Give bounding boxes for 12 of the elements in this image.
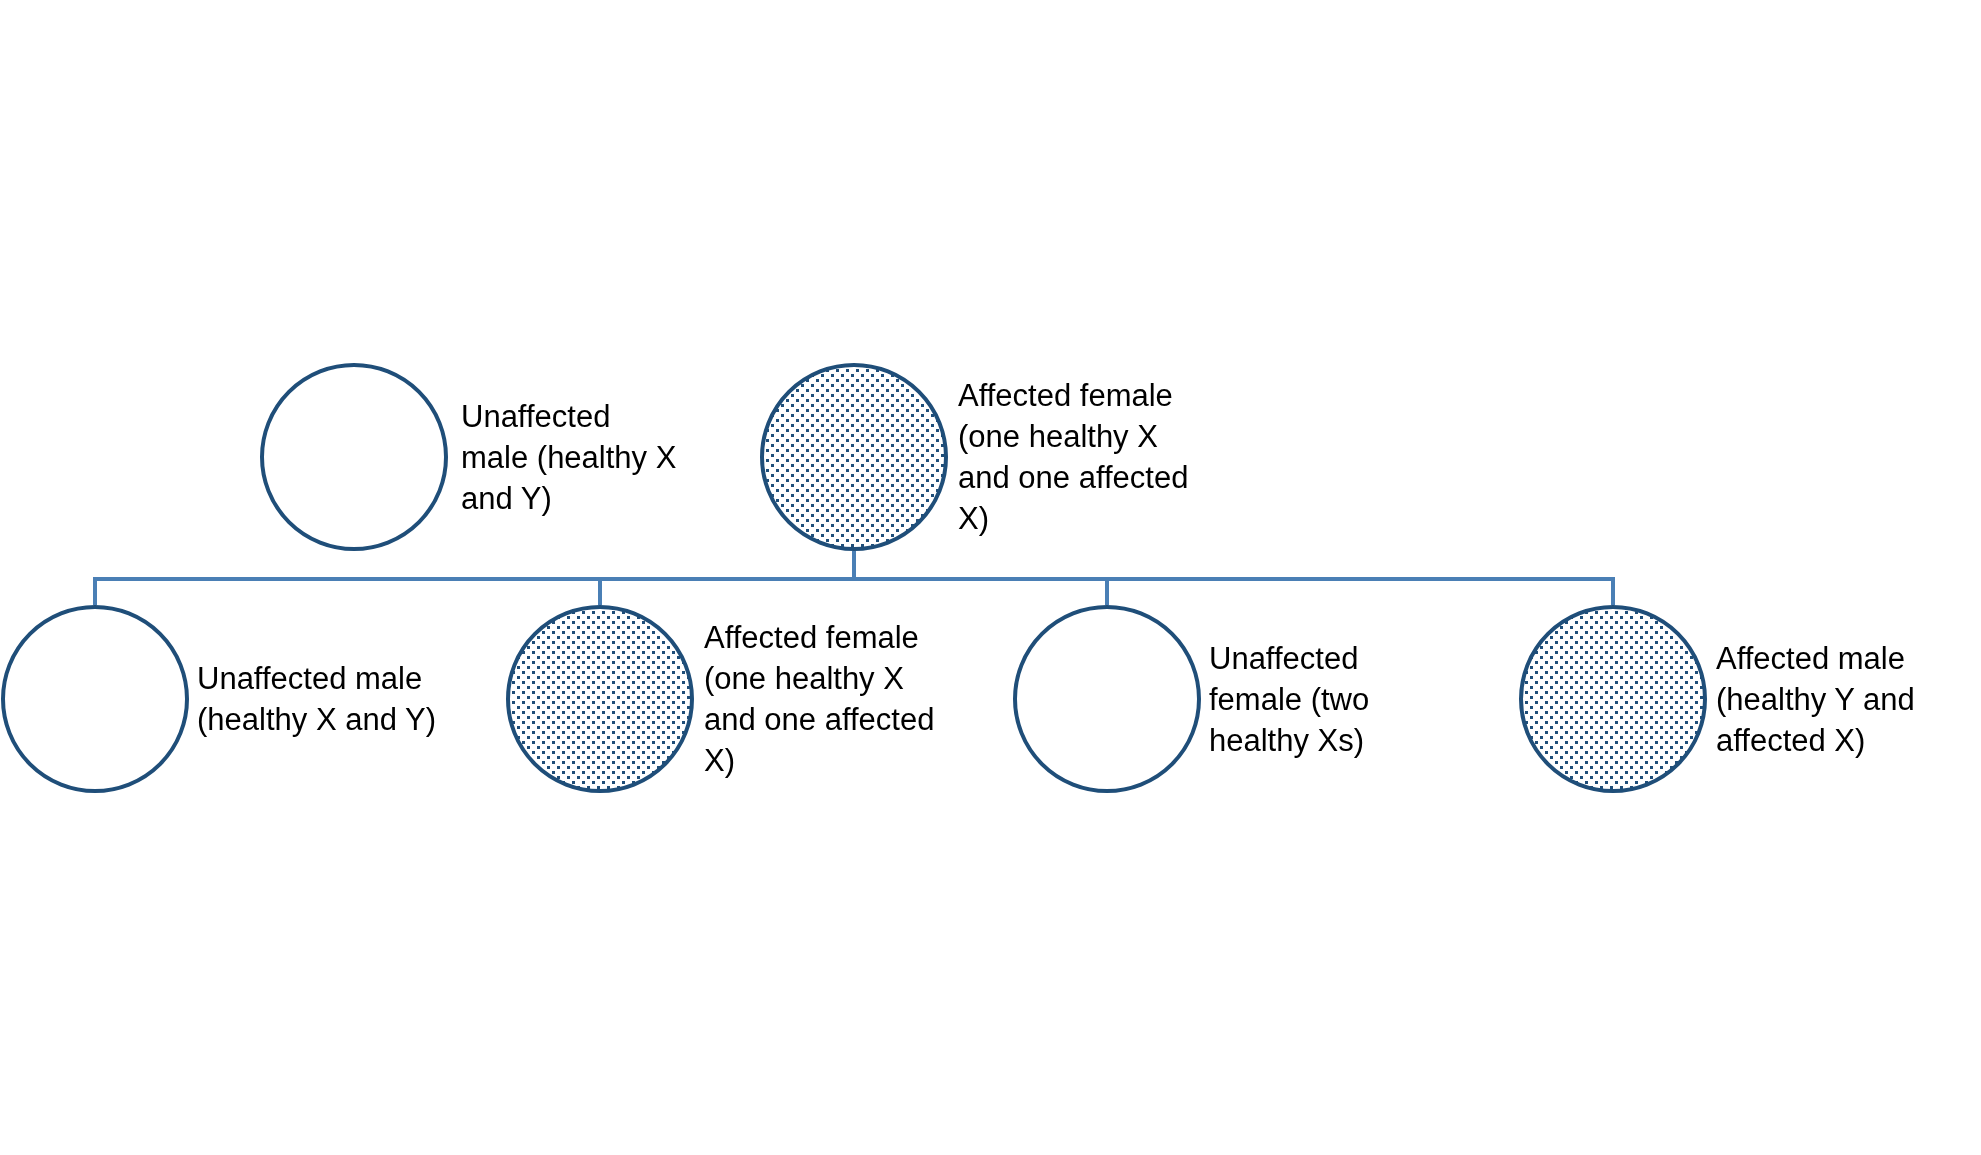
open-circle bbox=[1, 605, 189, 793]
open-circle bbox=[260, 363, 448, 551]
circle-caption: Affected male (healthy Y and affected X) bbox=[1716, 639, 1916, 760]
dotted-circle bbox=[506, 605, 694, 793]
dotted-circle bbox=[1519, 605, 1707, 793]
circle-caption: Affected female (one healthy X and one affected X) bbox=[958, 377, 1190, 538]
open-circle bbox=[1013, 605, 1201, 793]
circle-caption: Affected female (one healthy X and one affected X) bbox=[704, 619, 936, 780]
circle-caption: Unaffected female (two healthy Xs) bbox=[1209, 639, 1371, 760]
dotted-circle bbox=[760, 363, 948, 551]
circle-caption: Unaffected male (healthy X and Y) bbox=[461, 397, 678, 518]
circle-caption: Unaffected male (healthy X and Y) bbox=[197, 660, 437, 739]
